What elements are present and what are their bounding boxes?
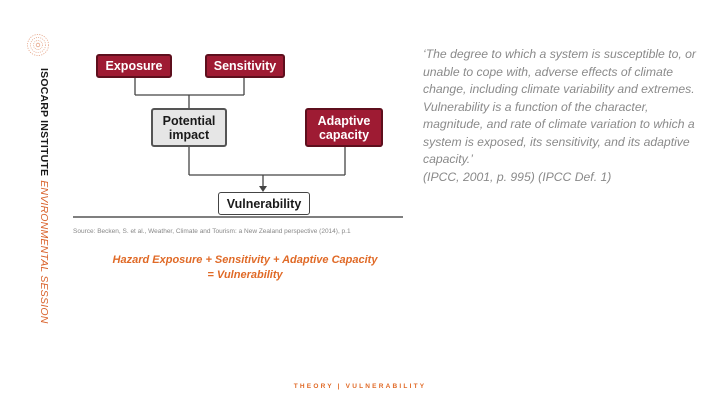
sidebar-session: ENVIRONMENTAL SESSION — [38, 180, 50, 324]
formula-line-1: Hazard Exposure + Sensitivity + Adaptive… — [112, 254, 378, 266]
potential-impact-node: Potential impact — [151, 108, 227, 147]
vulnerability-node: Vulnerability — [218, 192, 310, 215]
adaptive-capacity-node: Adaptive capacity — [305, 108, 383, 147]
footer-section-title: THEORY | VULNERABILITY — [293, 383, 427, 390]
sidebar-brand: ISOCARP INSTITUTE — [38, 68, 50, 177]
sensitivity-node: Sensitivity — [205, 54, 285, 78]
ipcc-quote: ‘The degree to which a system is suscept… — [423, 46, 708, 186]
quote-text: ‘The degree to which a system is suscept… — [423, 47, 696, 166]
exposure-node: Exposure — [96, 54, 172, 78]
vulnerability-diagram: Exposure Sensitivity Potential impact Ad… — [73, 40, 403, 218]
diagram-connectors — [73, 78, 403, 218]
quote-citation: (IPCC, 2001, p. 995) (IPCC Def. 1) — [423, 169, 612, 184]
diagram-source-caption: Source: Becken, S. et al., Weather, Clim… — [73, 228, 351, 235]
formula-line-2: = Vulnerability — [207, 269, 283, 281]
sidebar-title: ISOCARP INSTITUTE ENVIRONMENTAL SESSION — [38, 68, 50, 323]
isocarp-logo-icon — [27, 34, 49, 56]
vulnerability-formula: Hazard Exposure + Sensitivity + Adaptive… — [95, 253, 395, 283]
